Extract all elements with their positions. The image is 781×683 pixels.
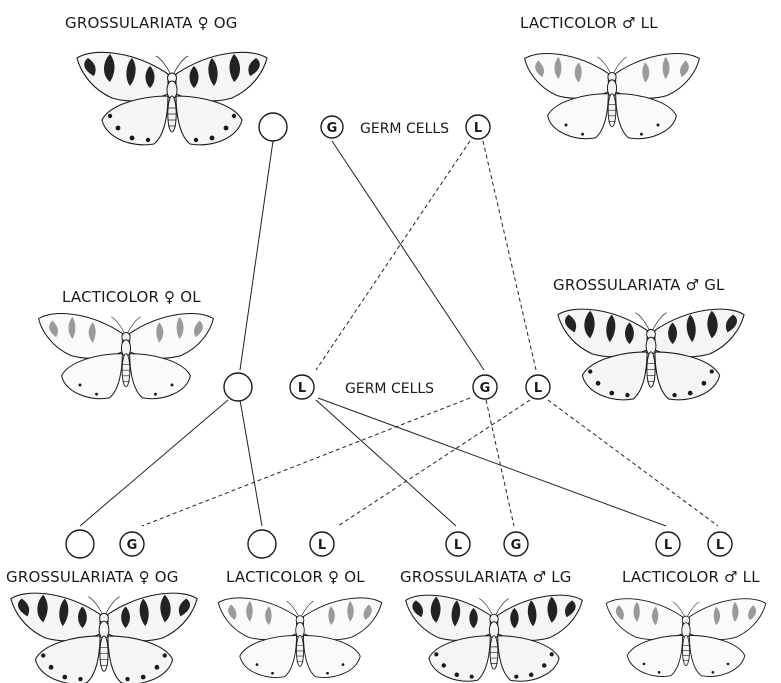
- g3-ol-label: LACTICOLOR ♀ OL: [226, 568, 365, 586]
- line-g2-empty-to-ol-empty: [240, 400, 262, 526]
- line-g2-L-to-ll-L2: [548, 400, 718, 526]
- generation-3: G GROSSULARIATA ♀ OG L LACTICOLOR ♀ OL L…: [6, 530, 766, 683]
- g3-lg-cell-G-letter: G: [511, 538, 522, 553]
- g2-male-butterfly-grossulariata: [558, 309, 744, 400]
- g2-female-butterfly-lacticolor: [39, 314, 214, 399]
- g2-female-label: LACTICOLOR ♀ OL: [62, 288, 201, 306]
- line-g1-L-to-g2-L2: [483, 141, 536, 370]
- g1-germ-cell-G-letter: G: [327, 121, 338, 136]
- line-g2-L-to-lg-L: [316, 400, 456, 526]
- g2-germ-cells-label: GERM CELLS: [345, 381, 434, 397]
- line-g1-G-to-g2-G: [332, 141, 484, 370]
- g1-germ-cell-L-letter: L: [474, 121, 482, 136]
- line-g2-L-to-ol-L: [338, 400, 530, 526]
- generation-1: GROSSULARIATA ♀ OG LACTICOLOR ♂ LL G GER…: [65, 14, 699, 145]
- g1-germ-cell-empty: [259, 113, 287, 141]
- line-g2-G-to-lg-G: [486, 400, 514, 526]
- g2-germ-cell-L-letter: L: [298, 381, 306, 396]
- line-g2-G-to-og-G: [142, 398, 470, 526]
- g2-germ-cell-L2-letter: L: [534, 381, 542, 396]
- g3-og-label: GROSSULARIATA ♀ OG: [6, 568, 179, 586]
- g3-lg-butterfly-grossulariata: [406, 595, 583, 681]
- line-g1-empty-to-g2-empty: [240, 141, 273, 370]
- g3-lg-label: GROSSULARIATA ♂ LG: [400, 568, 572, 586]
- g3-ll-label: LACTICOLOR ♂ LL: [622, 568, 760, 586]
- g2-germ-cell-empty: [224, 373, 252, 401]
- g3-og-butterfly-grossulariata: [11, 593, 197, 683]
- g1-germ-cells-label: GERM CELLS: [360, 121, 449, 137]
- g3-ll-butterfly-lacticolor: [606, 599, 766, 677]
- g3-og-cell-G-letter: G: [127, 538, 138, 553]
- g1-female-label: GROSSULARIATA ♀ OG: [65, 14, 238, 32]
- g3-ol-cell-L-letter: L: [318, 538, 326, 553]
- g2-male-label: GROSSULARIATA ♂ GL: [553, 276, 725, 294]
- g3-ol-butterfly-lacticolor: [218, 598, 381, 678]
- g1-female-butterfly-grossulariata: [77, 52, 267, 145]
- g3-ll-cell-L-letter: L: [664, 538, 672, 553]
- g3-og-cell-empty: [66, 530, 94, 558]
- g3-ol-cell-empty: [248, 530, 276, 558]
- g3-ll-cell-L2-letter: L: [716, 538, 724, 553]
- g3-lg-cell-L-letter: L: [454, 538, 462, 553]
- generation-2: LACTICOLOR ♀ OL GROSSULARIATA ♂ GL L GER…: [39, 276, 745, 401]
- g1-male-butterfly-lacticolor: [525, 54, 700, 139]
- g1-male-label: LACTICOLOR ♂ LL: [520, 14, 658, 32]
- line-g1-L-to-g2-L: [316, 141, 470, 370]
- line-g2-empty-to-og-empty: [80, 400, 228, 526]
- line-g2-L-to-ll-L: [318, 398, 666, 526]
- g2-germ-cell-G-letter: G: [480, 381, 491, 396]
